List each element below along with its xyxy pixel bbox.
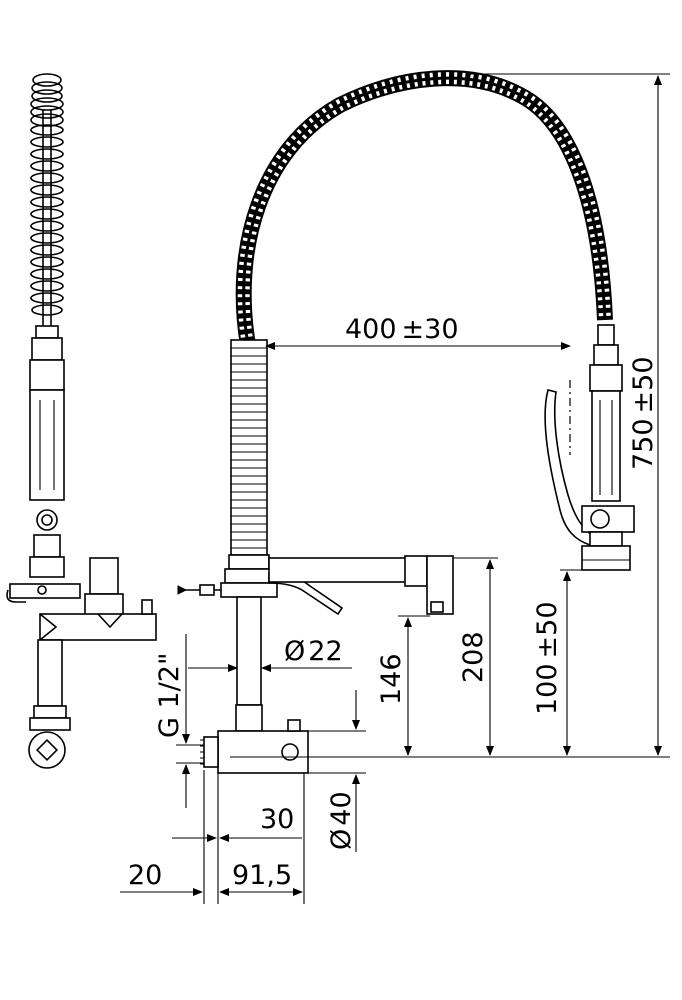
spray-gun bbox=[544, 324, 635, 571]
dim-spray-height: 100±50 bbox=[532, 601, 563, 715]
side-body bbox=[6, 557, 157, 769]
dim-body-height: 146 bbox=[376, 653, 407, 705]
side-view bbox=[6, 73, 157, 769]
side-coil-spring bbox=[30, 73, 64, 330]
dim-height: 750±50 bbox=[628, 356, 659, 470]
side-spray-head bbox=[29, 325, 65, 578]
dim-body-diameter: Ø40 bbox=[326, 791, 357, 850]
dim-inlet-thread: G 1/2" bbox=[154, 653, 185, 738]
dim-depth-91: 91,5 bbox=[232, 860, 292, 891]
dim-depth-30: 30 bbox=[260, 804, 294, 835]
ribbed-hose bbox=[230, 339, 268, 556]
column-collar bbox=[220, 554, 278, 706]
spout-arm bbox=[268, 555, 454, 615]
dim-offset-20: 20 bbox=[128, 860, 162, 891]
front-view bbox=[177, 70, 635, 774]
dim-reach: 400±30 bbox=[345, 314, 459, 345]
dim-spout-height: 208 bbox=[458, 631, 489, 683]
arched-coil-spring bbox=[235, 70, 613, 347]
dimension-lines bbox=[120, 73, 670, 904]
valve-body bbox=[200, 704, 309, 774]
